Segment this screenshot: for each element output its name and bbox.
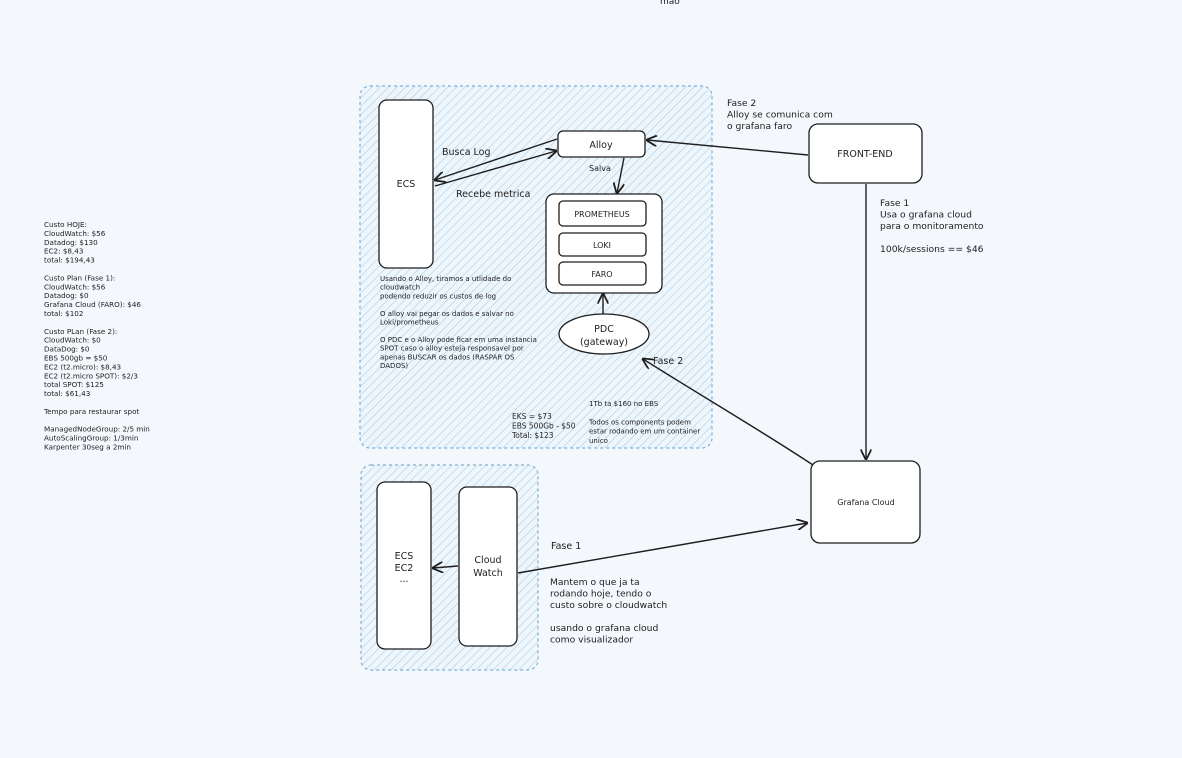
cloudwatch-node[interactable]: Cloud Watch — [458, 486, 518, 647]
arrow-alloy-to-storage — [617, 157, 625, 193]
ecs-ec2-line-2: EC2 — [395, 563, 414, 574]
top-stub-text: mao — [660, 0, 680, 7]
ebs-note-line: Todos os components podem — [588, 418, 691, 426]
alloy-label: Alloy — [589, 140, 613, 151]
cost-note-line: Karpenter 30seg a 2min — [44, 443, 131, 452]
grafana-cloud-label: Grafana Cloud — [837, 498, 894, 507]
alloy-zone — [359, 85, 713, 449]
fase1-cloudwatch-note-line: usando o grafana cloud — [550, 623, 658, 634]
frontend-label: FRONT-END — [837, 149, 892, 160]
alloy-note-line: SPOT caso o alloy esteja responsavel por — [380, 345, 524, 353]
fase1-cloudwatch-note-line: rodando hoje, tendo o — [550, 589, 652, 600]
busca-log-label: Busca Log — [442, 147, 491, 158]
frontend-node[interactable]: FRONT-END — [808, 123, 923, 184]
prometheus-label: PROMETHEUS — [574, 210, 630, 219]
alloy-node[interactable]: Alloy — [557, 130, 646, 158]
fase1-frontend-note-line: Usa o grafana cloud — [880, 210, 972, 221]
pdc-label: PDC — [594, 324, 614, 335]
alloy-note-line: podendo reduzir os custos de log — [380, 292, 496, 300]
cost-note-line: total SPOT: $125 — [44, 380, 104, 389]
cost-note-line: CloudWatch: $56 — [44, 282, 106, 291]
cost-note-line: EC2 (t2.micro): $8,43 — [44, 362, 121, 371]
fase1-cloudwatch-label: Fase 1 — [551, 541, 581, 552]
cost-note-line: EC2 (t2.micro SPOT): $2/3 — [44, 371, 138, 380]
cost-note-line: CloudWatch: $56 — [44, 229, 106, 238]
ebs-notes: 1Tb ta $160 no EBS Todos os components po… — [588, 400, 700, 445]
alloy-note-line: Loki/prometheus — [380, 319, 439, 327]
arrow-grafana-to-pdc — [643, 359, 814, 466]
arrow-frontend-to-alloy — [647, 140, 809, 156]
arrow-ecs-to-alloy — [434, 151, 556, 187]
cost-note-line: total: $194,43 — [44, 256, 95, 265]
ecs-ec2-line-3: ... — [399, 574, 408, 585]
fase2-pdc-label: Fase 2 — [653, 356, 683, 367]
alloy-note-line: DADOS) — [380, 362, 408, 370]
loki-label: LOKI — [593, 241, 611, 250]
cost-note-line: total: $61,43 — [44, 389, 90, 398]
alloy-note-line: apenas BUSCAR os dados (RASPAR OS — [380, 353, 515, 361]
cost-note-line: Custo HOJE: — [44, 220, 87, 229]
cost-note-line: ManagedNodeGroup: 2/5 min — [44, 425, 150, 434]
cost-note-line: DataDog: $0 — [44, 345, 90, 354]
fase1-cloudwatch-note-line: Mantem o que ja ta — [550, 577, 640, 588]
alloy-notes: Usando o Alloy, tiramos a utlidade doclo… — [380, 275, 537, 370]
cost-note-line: Grafana Cloud (FARO): $46 — [44, 300, 141, 309]
salva-label: Salva — [589, 164, 611, 173]
ebs-note-line: estar rodando em um container — [589, 428, 700, 436]
fase1-frontend-note-line: Fase 1 — [880, 198, 909, 209]
pdc-node[interactable]: PDC (gateway) — [558, 313, 650, 355]
cost-note-line: Datadog: $130 — [44, 238, 98, 247]
ecs-label: ECS — [397, 179, 416, 190]
alloy-note-line: Usando o Alloy, tiramos a utlidade do — [380, 275, 511, 283]
cost-note-line: total: $102 — [44, 309, 83, 318]
loki-node[interactable]: LOKI — [558, 232, 647, 257]
cost-note-line: AutoScalingGroup: 1/3min — [44, 434, 138, 443]
cost-note-line: Custo PLan (Fase 2): — [44, 327, 117, 336]
fase1-frontend-note-line: 100k/sessions == $46 — [880, 244, 984, 255]
arrow-cloudwatch-to-ecs — [433, 566, 459, 568]
cost-note-line: Tempo para restaurar spot — [43, 407, 139, 416]
fase2-frontend-note-line: Fase 2 — [727, 98, 756, 109]
fase1-cloudwatch-note-line: custo sobre o cloudwatch — [550, 600, 667, 611]
fase1-cloudwatch-note-line: como visualizador — [550, 635, 633, 646]
cost-note-line: Custo Plan (Fase 1): — [44, 273, 115, 282]
arrow-cloudwatch-to-grafana — [517, 523, 807, 574]
fase2-frontend-note-line: o grafana faro — [727, 121, 792, 132]
ebs-note-line: 1Tb ta $160 no EBS — [589, 400, 659, 408]
ecs-ec2-node[interactable]: ECS EC2 ... — [376, 481, 432, 650]
cost-note-line: EC2: $8,43 — [44, 247, 83, 256]
ecs-ec2-line-1: ECS — [395, 551, 414, 562]
arrow-alloy-to-ecs — [435, 138, 558, 180]
alloy-note-line: O alloy vai pegar os dados e salvar no — [380, 310, 514, 318]
cloudwatch-line-2: Watch — [473, 568, 503, 579]
grafana-cloud-node[interactable]: Grafana Cloud — [810, 460, 921, 544]
cloudwatch-line-1: Cloud — [474, 555, 501, 566]
ecs-node[interactable]: ECS — [378, 99, 434, 269]
cost-note-line: CloudWatch: $0 — [44, 336, 101, 345]
fase2-frontend-note-line: Alloy se comunica com — [727, 110, 833, 121]
faro-label: FARO — [591, 270, 612, 279]
alloy-note-line: cloudwatch — [380, 284, 420, 292]
eks-cost-line: EBS 500Gb - $50 — [512, 422, 576, 431]
cost-note-line: Datadog: $0 — [44, 291, 89, 300]
alloy-note-line: O PDC e o Alloy pode ficar em uma instan… — [380, 336, 537, 344]
ebs-note-line: unico — [589, 437, 608, 445]
recebe-metrica-label: Recebe metrica — [456, 189, 530, 200]
faro-node[interactable]: FARO — [558, 261, 647, 286]
cost-note-line: EBS 500gb = $50 — [44, 354, 108, 363]
fase1-frontend-note-line: para o monitoramento — [880, 221, 984, 232]
eks-cost-line: EKS = $73 — [512, 412, 552, 421]
eks-cost-line: Total: $123 — [511, 431, 554, 440]
prometheus-node[interactable]: PROMETHEUS — [558, 200, 647, 227]
pdc-sublabel: (gateway) — [580, 337, 628, 348]
